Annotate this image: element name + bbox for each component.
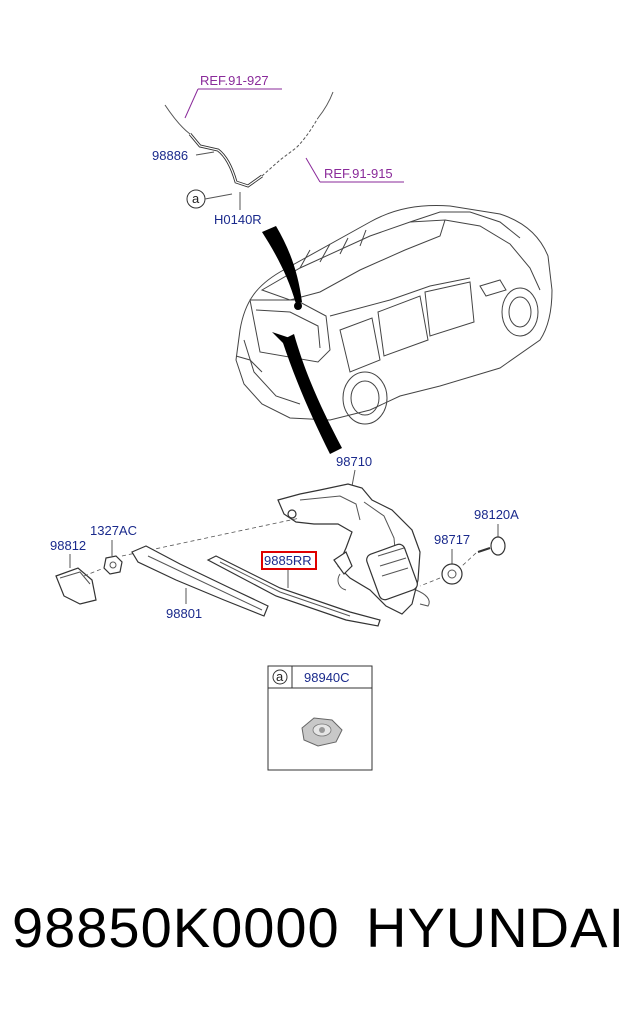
highlight-box bbox=[261, 551, 317, 570]
inset-panel: a 98940C bbox=[267, 665, 373, 771]
cap-dash bbox=[83, 567, 105, 577]
part-label-H0140R[interactable]: H0140R bbox=[214, 212, 262, 227]
bolt-dash bbox=[461, 552, 477, 567]
leader-98886 bbox=[195, 151, 215, 156]
vehicle-outline bbox=[235, 205, 553, 425]
part-label-9885RR[interactable]: 9885RR bbox=[264, 553, 312, 568]
leader-98710 bbox=[351, 469, 356, 487]
footer-part-number: 98850K0000 bbox=[12, 896, 340, 959]
wiper-blade bbox=[206, 555, 381, 627]
part-label-98886[interactable]: 98886 bbox=[152, 148, 188, 163]
parts-diagram: REF.91-927 98886 REF.91-915 a H0140R bbox=[50, 73, 553, 771]
inset-part-label-98940C: 98940C bbox=[304, 670, 350, 685]
washer-hose bbox=[188, 133, 263, 188]
part-label-98710[interactable]: 98710 bbox=[336, 454, 372, 469]
wiper-motor bbox=[277, 483, 430, 615]
ref-label-91-915[interactable]: REF.91-915 bbox=[324, 166, 393, 181]
bolt-head bbox=[490, 536, 506, 556]
washer-hose-inner bbox=[189, 133, 263, 187]
part-label-1327AC[interactable]: 1327AC bbox=[90, 523, 137, 538]
motor-location-mark bbox=[272, 332, 290, 344]
hose-segment-top bbox=[164, 104, 191, 135]
footer-brand: HYUNDAI bbox=[366, 896, 620, 959]
ref-leader bbox=[184, 88, 199, 119]
grommet bbox=[441, 563, 463, 585]
nut bbox=[103, 555, 123, 575]
inset-callout-letter: a bbox=[276, 669, 284, 684]
hose-segment-right bbox=[317, 91, 334, 119]
pointer-arrow-motor bbox=[282, 334, 342, 454]
callout-a-leader bbox=[204, 193, 233, 200]
ref-leader-2 bbox=[305, 157, 321, 183]
part-label-98120A[interactable]: 98120A bbox=[474, 507, 519, 522]
bolt-shaft bbox=[477, 547, 491, 553]
footer: 98850K0000 HYUNDAI bbox=[0, 895, 620, 985]
hose-connector bbox=[261, 117, 319, 177]
pointer-arrow-nozzle bbox=[262, 226, 302, 304]
part-label-98801[interactable]: 98801 bbox=[166, 606, 202, 621]
grommet-dash bbox=[419, 577, 441, 587]
inset-callout-circle bbox=[272, 669, 288, 685]
ref-label-91-927[interactable]: REF.91-927 bbox=[200, 73, 269, 88]
part-label-98717[interactable]: 98717 bbox=[434, 532, 470, 547]
cap bbox=[55, 567, 97, 605]
callout-a-letter: a bbox=[192, 191, 200, 206]
part-label-98812[interactable]: 98812 bbox=[50, 538, 86, 553]
nozzle-location-dot bbox=[294, 302, 302, 310]
